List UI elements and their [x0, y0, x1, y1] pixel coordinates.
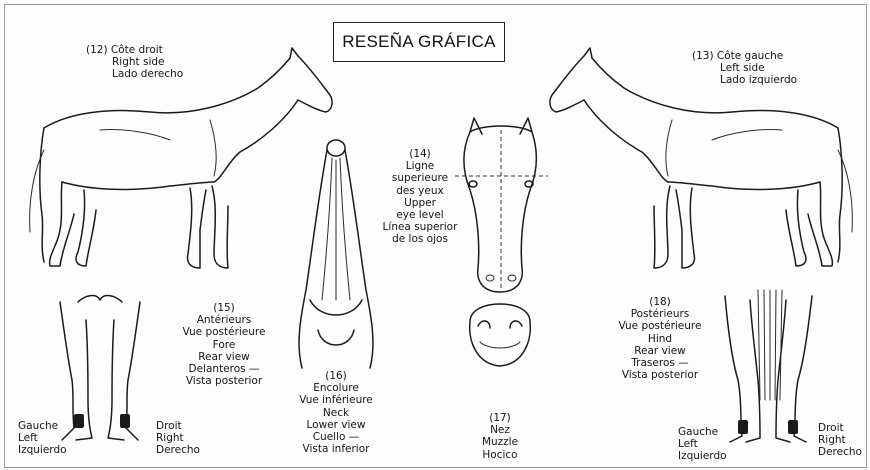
left-side-label: (13) Côte gauche Left side Lado izquierd…: [692, 50, 797, 87]
eye-level-fr2: superieure: [380, 172, 460, 184]
muzzle-es: Hocico: [468, 449, 532, 461]
hind-en2: Rear view: [610, 345, 710, 357]
eye-level-es2: de los ojos: [380, 233, 460, 245]
right-side-label: (12) Côte droit Right side Lado derecho: [86, 44, 183, 81]
hind-right-en: Right: [818, 434, 862, 446]
muzzle-drawing: [470, 304, 531, 366]
fore-right-label: Droit Right Derecho: [156, 420, 200, 457]
fore-es1: Delanteros —: [176, 363, 272, 375]
hind-right-fr: Droit: [818, 422, 862, 434]
fore-en2: Rear view: [176, 351, 272, 363]
neck-es1: Cuello —: [288, 431, 384, 443]
left-side-en: Left side: [692, 62, 797, 74]
fore-fr1: Antérieurs: [176, 314, 272, 326]
eye-level-number: (14): [380, 148, 460, 160]
neck-en1: Neck: [288, 407, 384, 419]
fore-fr2: Vue postérieure: [176, 326, 272, 338]
fore-right-fr: Droit: [156, 420, 200, 432]
fore-left-label: Gauche Left Izquierdo: [18, 420, 67, 457]
hind-right-marking: [788, 420, 798, 434]
neck-fr2: Vue inférieure: [288, 394, 384, 406]
left-side-fr: (13) Côte gauche: [692, 50, 797, 62]
hind-fr1: Postérieurs: [610, 308, 710, 320]
neck-label: (16) Encolure Vue inférieure Neck Lower …: [288, 370, 384, 455]
fore-en1: Fore: [176, 339, 272, 351]
right-side-fr: (12) Côte droit: [86, 44, 183, 56]
hind-label: (18) Postérieurs Vue postérieure Hind Re…: [610, 296, 710, 381]
hind-number: (18): [610, 296, 710, 308]
fore-right-en: Right: [156, 432, 200, 444]
eye-level-es1: Línea superior: [380, 221, 460, 233]
neck-en2: Lower view: [288, 419, 384, 431]
head-front-view-drawing: [455, 118, 548, 292]
neck-number: (16): [288, 370, 384, 382]
left-side-es: Lado izquierdo: [692, 74, 797, 86]
muzzle-number: (17): [468, 412, 532, 424]
hind-fr2: Vue postérieure: [610, 320, 710, 332]
fore-number: (15): [176, 302, 272, 314]
hind-left-marking: [738, 420, 748, 434]
fore-left-fr: Gauche: [18, 420, 67, 432]
fore-es2: Vista posterior: [176, 375, 272, 387]
fore-legs-drawing: [60, 296, 140, 440]
fore-right-es: Derecho: [156, 444, 200, 456]
eye-level-fr1: Ligne: [380, 160, 460, 172]
muzzle-label: (17) Nez Muzzle Hocico: [468, 412, 532, 461]
neck-es2: Vista inferior: [288, 443, 384, 455]
fore-left-en: Left: [18, 432, 67, 444]
hind-es2: Vista posterior: [610, 369, 710, 381]
eye-level-fr3: des yeux: [380, 185, 460, 197]
neck-fr1: Encolure: [288, 382, 384, 394]
hind-left-es: Izquierdo: [678, 450, 727, 462]
eye-level-en1: Upper: [380, 197, 460, 209]
right-side-en: Right side: [86, 56, 183, 68]
hind-legs-drawing: [725, 290, 812, 442]
eye-level-label: (14) Ligne superieure des yeux Upper eye…: [380, 148, 460, 246]
fore-left-marking: [74, 414, 84, 428]
horse-right-side-drawing: [30, 48, 332, 268]
fore-label: (15) Antérieurs Vue postérieure Fore Rea…: [176, 302, 272, 387]
hind-left-en: Left: [678, 438, 727, 450]
eye-level-en2: eye level: [380, 209, 460, 221]
hind-left-label: Gauche Left Izquierdo: [678, 426, 727, 463]
hind-right-es: Derecho: [818, 446, 862, 458]
muzzle-fr: Nez: [468, 424, 532, 436]
neck-lower-view-drawing: [299, 140, 373, 368]
fore-right-marking: [120, 414, 130, 428]
hind-es1: Traseros —: [610, 357, 710, 369]
fore-left-es: Izquierdo: [18, 444, 67, 456]
muzzle-en: Muzzle: [468, 436, 532, 448]
right-side-es: Lado derecho: [86, 68, 183, 80]
hind-right-label: Droit Right Derecho: [818, 422, 862, 459]
hind-en1: Hind: [610, 333, 710, 345]
hind-left-fr: Gauche: [678, 426, 727, 438]
